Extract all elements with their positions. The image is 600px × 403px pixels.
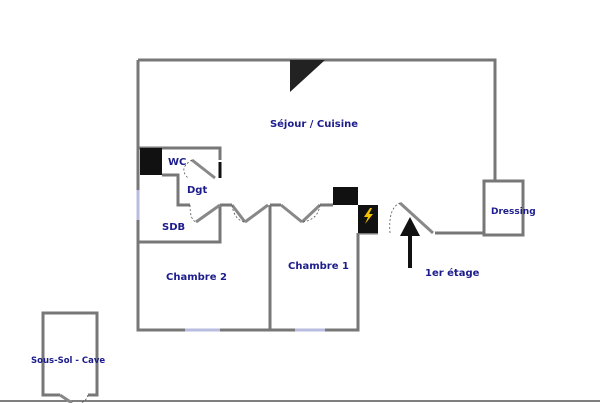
room-label-dressing: Dressing bbox=[491, 207, 536, 217]
room-label-chambre1: Chambre 1 bbox=[288, 261, 349, 272]
duct-block bbox=[333, 187, 358, 205]
room-label-sejour: Séjour / Cuisine bbox=[270, 118, 358, 130]
wc-block bbox=[140, 148, 162, 175]
room-label-wc: WC bbox=[168, 157, 186, 168]
dressing-walls bbox=[482, 179, 525, 237]
entry-door bbox=[398, 201, 435, 235]
fixtures bbox=[140, 60, 420, 268]
floor-label: 1er étage bbox=[425, 267, 480, 279]
walls bbox=[0, 58, 600, 402]
chambre2-door-a bbox=[230, 204, 247, 223]
entrance-arrow-icon bbox=[400, 217, 420, 268]
stair-triangle-icon bbox=[290, 60, 325, 92]
room-label-chambre2: Chambre 2 bbox=[166, 272, 227, 283]
room-label-dgt: Dgt bbox=[187, 185, 207, 196]
cave-door bbox=[59, 393, 73, 403]
sdb-door bbox=[195, 203, 221, 224]
chambre1-door bbox=[280, 203, 303, 224]
wc-door bbox=[191, 158, 216, 180]
cave-walls bbox=[41, 311, 99, 397]
lightning-icon bbox=[364, 208, 373, 224]
room-label-cave: Sous-Sol - Cave bbox=[31, 356, 105, 366]
doors bbox=[59, 158, 435, 403]
room-label-sdb: SDB bbox=[162, 222, 185, 233]
room-labels: Séjour / Cuisine WC Dgt SDB Chambre 2 Ch… bbox=[31, 118, 536, 366]
